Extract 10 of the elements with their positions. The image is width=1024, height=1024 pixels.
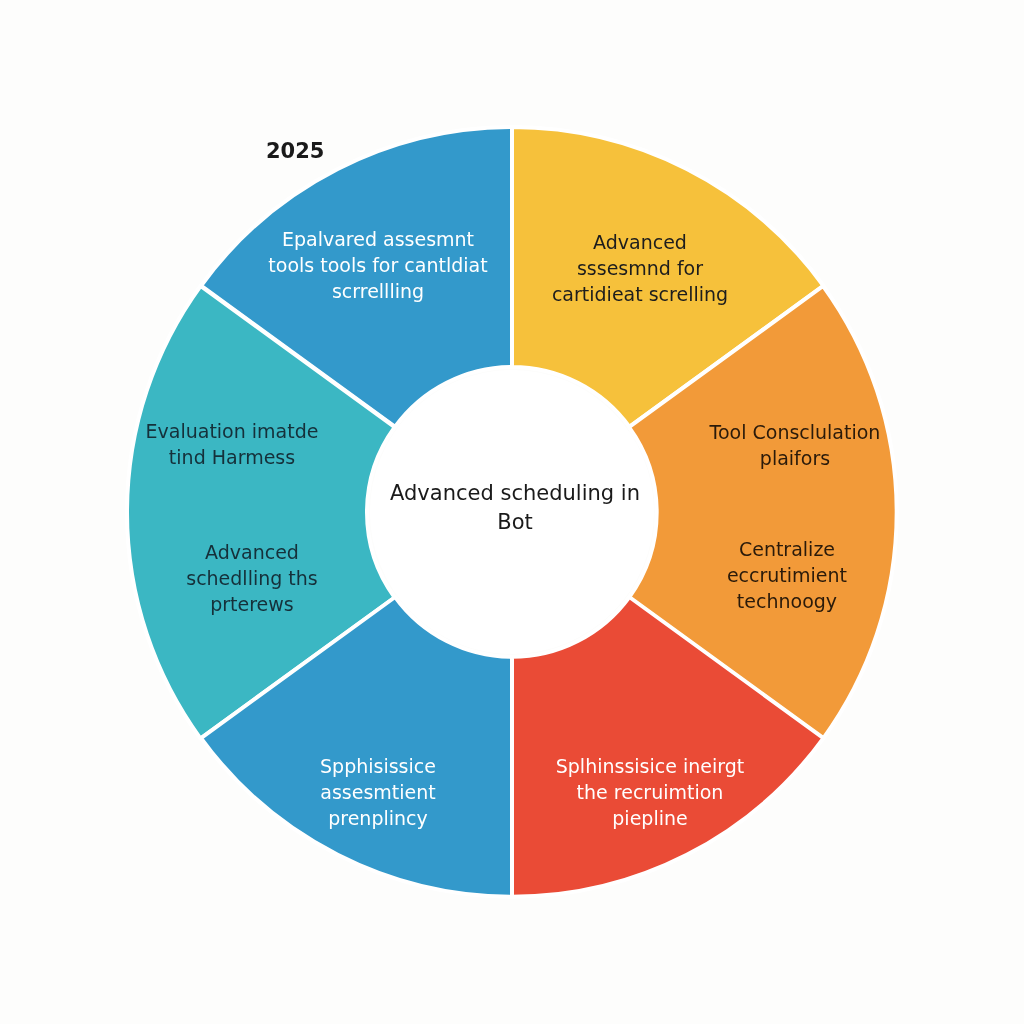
year-label: 2025	[266, 139, 325, 163]
segment-text: Tool Consclulation plaifors	[708, 420, 882, 471]
center-text: Advanced scheduling in Bot	[390, 480, 640, 536]
segment-text: Evaluation imatde tind Harmess	[144, 419, 320, 470]
segment-text: Epalvared assesmnt tools tools for cantldiat scrrellling	[267, 227, 489, 304]
segment-text: Advanced schedlling ths prterews	[185, 540, 319, 617]
segment-text: Splhinssisice ineirgt the recruimtion piepline	[555, 754, 745, 831]
segment-text: Centralize eccrutimient technoogy	[725, 537, 849, 614]
segment-text: Spphisissice assesmtient prenplincy	[319, 754, 437, 831]
segment-text: Advanced sssesmnd for cartidieat screlling	[550, 230, 730, 307]
